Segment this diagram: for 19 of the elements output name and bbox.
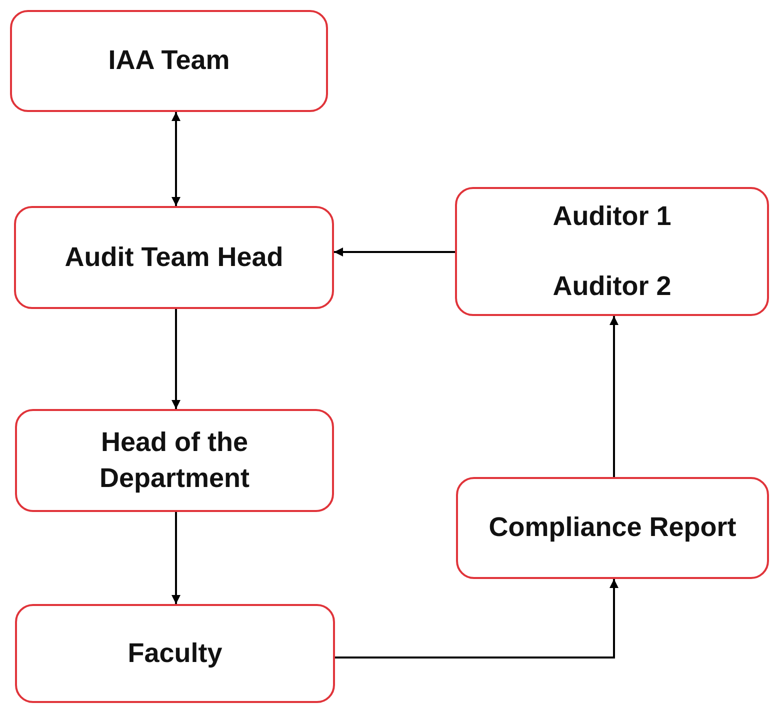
node-label: Head of the Department [98, 426, 251, 495]
arrow [172, 309, 180, 409]
process-box [15, 604, 335, 703]
arrow [334, 248, 455, 256]
process-box [455, 187, 769, 316]
process-box [14, 206, 334, 309]
process-box [15, 409, 334, 512]
arrow [172, 512, 180, 604]
arrow [335, 579, 618, 658]
node-label: Auditor 2 [552, 270, 672, 302]
arrow [610, 316, 618, 477]
node-label: Faculty [128, 636, 222, 670]
node-label: Compliance Report [488, 511, 736, 544]
node-label: Audit Team Head [64, 240, 284, 274]
node-label: IAA Team [108, 44, 230, 78]
node-label: Auditor 1 [552, 200, 672, 234]
arrow [172, 112, 180, 206]
process-box [10, 10, 328, 112]
process-box [456, 477, 769, 579]
